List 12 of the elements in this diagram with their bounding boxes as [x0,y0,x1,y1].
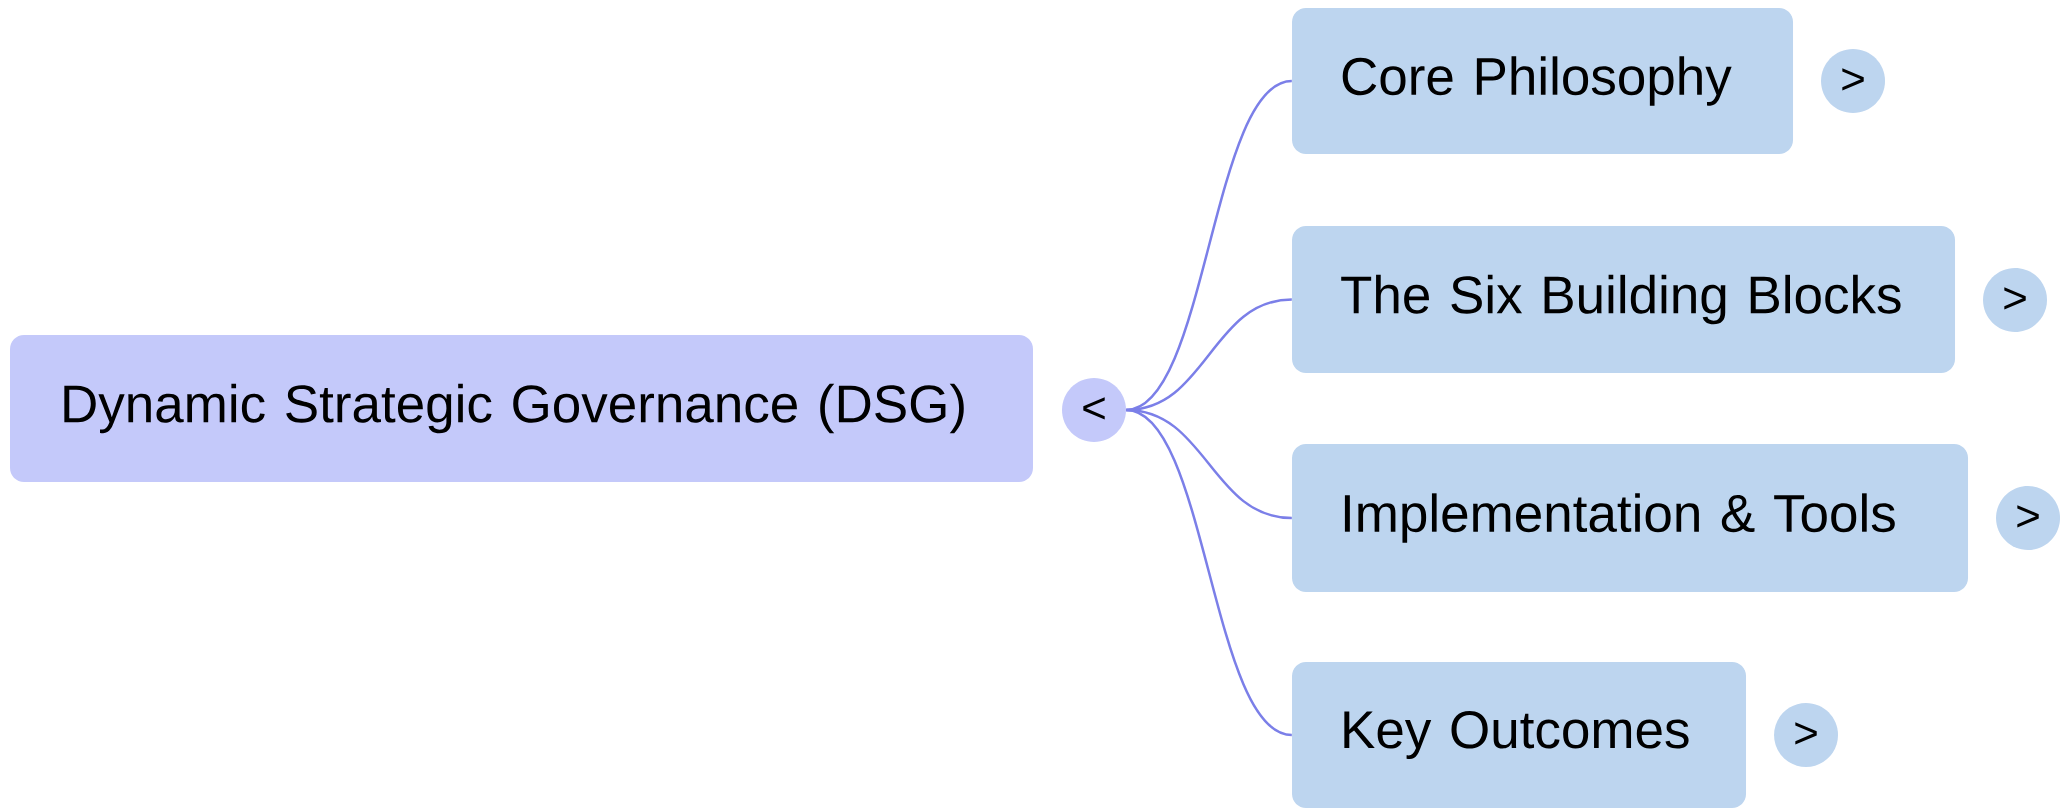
connector-curve [1125,79,1293,412]
root-topic-box: Dynamic Strategic Governance (DSG) [10,335,1033,482]
collapse-button: < [1062,378,1126,442]
expand-button: > [1983,268,2047,332]
expand-button: > [1774,703,1838,767]
topic-box: Implementation & Tools [1292,444,1968,592]
expand-button: > [1996,486,2061,550]
connector-curve [1125,408,1293,737]
topic-box: Key Outcomes [1292,662,1746,808]
expand-button: > [1821,49,1885,113]
topic-box: Core Philosophy [1292,8,1793,154]
topic-box: The Six Building Blocks [1292,226,1955,373]
